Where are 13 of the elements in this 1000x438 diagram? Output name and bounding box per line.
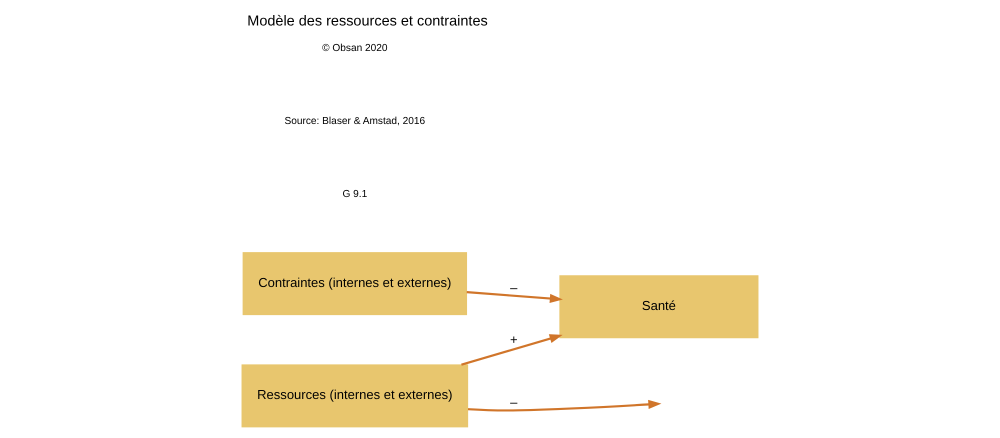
edge-label: – [510,280,518,295]
node-box: Contraintes (internes et externes) [242,252,468,316]
label: © Obsan 2020 [322,42,388,54]
label: G 9.1 [342,189,368,200]
edge-label: + [510,332,518,347]
label: Source: Blaser & Amstad, 2016 [284,116,426,128]
arrow [466,291,563,304]
edge-label: – [510,394,518,410]
arrow [468,400,662,412]
node-box: Santé [559,275,758,338]
node-box: Ressources (internes et externes) [242,364,468,428]
arrow [461,334,563,366]
diagram-title: Modèle des ressources et contraintes [247,14,488,30]
